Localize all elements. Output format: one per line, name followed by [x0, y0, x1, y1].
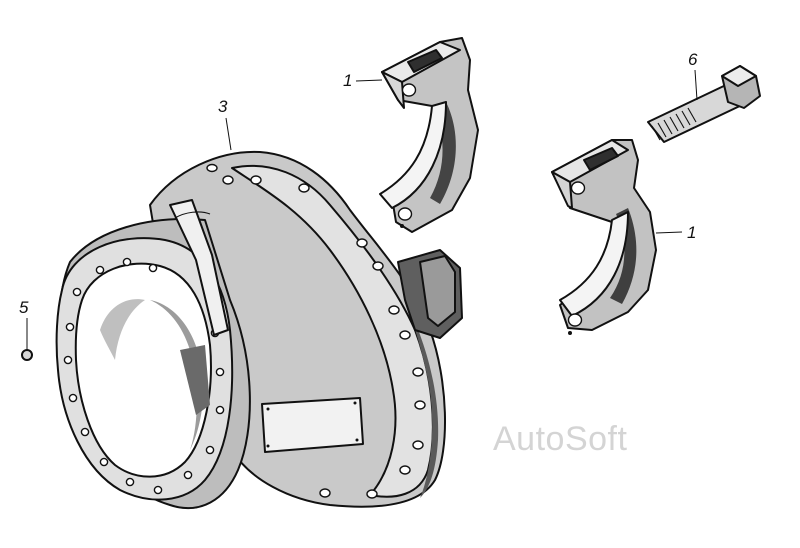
callout-3: 3: [218, 97, 228, 116]
nameplate: [261, 397, 364, 453]
plug-part-5: [21, 349, 33, 361]
callout-5: 5: [19, 298, 29, 317]
housing-flange-face: [231, 164, 434, 498]
watermark: AutoSoft: [493, 420, 627, 458]
callout-1-lower: 1: [687, 223, 696, 242]
bearing-cap-part-1-upper: [379, 37, 479, 233]
callout-6: 6: [688, 50, 698, 69]
housing-flange-edge: [405, 300, 439, 498]
bolt-part-6: [647, 65, 761, 143]
callouts: 1 1 3 5 6: [19, 50, 698, 350]
callout-1-upper: 1: [343, 71, 352, 90]
housing-rib: [169, 199, 229, 336]
flange-bolt-holes: [206, 163, 426, 499]
bearing-cap-part-1-lower: [551, 139, 657, 335]
housing-part-3: [55, 150, 463, 510]
